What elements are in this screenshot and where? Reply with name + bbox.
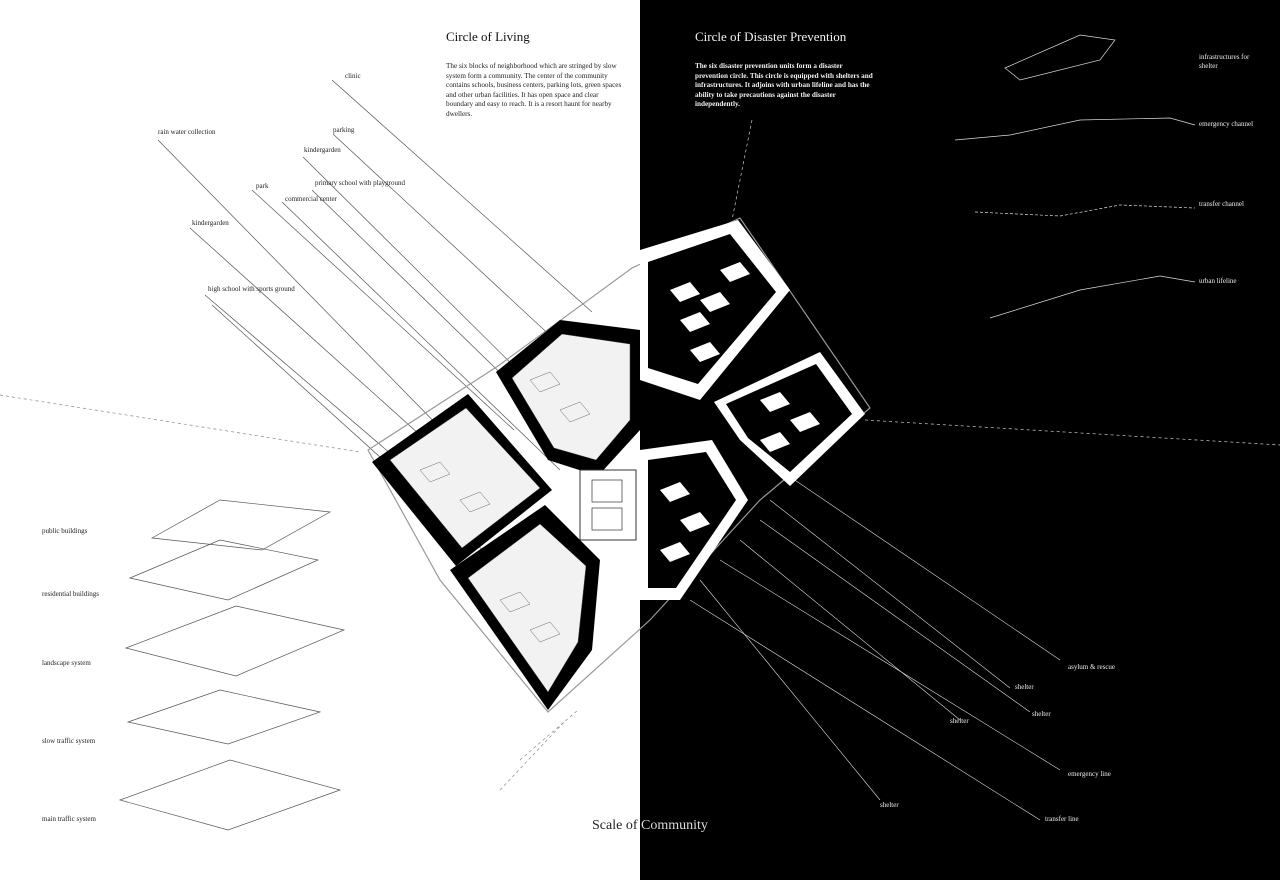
- callout-kindergarden-2: kindergarden: [192, 219, 229, 227]
- callout-shelter-1: shelter: [1015, 683, 1034, 691]
- layer-label-urban-lifeline: urban lifeline: [1199, 277, 1237, 285]
- callout-parking: parking: [333, 126, 355, 134]
- right-title: Circle of Disaster Prevention: [695, 29, 847, 44]
- center-block: [579, 469, 637, 541]
- diamond-pattern-left: [419, 371, 591, 643]
- layer-infrastructures: [1004, 34, 1116, 81]
- callout-transfer-line: transfer line: [1045, 815, 1079, 823]
- layer-slow-traffic: [126, 689, 322, 745]
- right-description: The six disaster prevention units form a…: [695, 62, 873, 109]
- callout-rain-water: rain water collection: [158, 128, 216, 136]
- callout-park: park: [256, 182, 269, 190]
- layer-label-transfer-channel: transfer channel: [1199, 200, 1244, 208]
- layer-landscape: [124, 605, 346, 677]
- exploded-layers-right: [954, 34, 1196, 319]
- layer-label-landscape: landscape system: [42, 659, 91, 667]
- callout-emergency-line: emergency line: [1068, 770, 1111, 778]
- layer-emergency-channel: [954, 117, 1196, 141]
- dashed-radials-left: [0, 394, 579, 791]
- callout-asylum-rescue: asylum & rescue: [1068, 663, 1116, 671]
- callout-high-school: high school with sports ground: [208, 285, 295, 293]
- left-title: Circle of Living: [446, 29, 530, 44]
- layer-urban-lifeline: [989, 275, 1196, 319]
- layer-transfer-channel: [974, 204, 1196, 217]
- dashed-radials-right: [731, 119, 1280, 446]
- callout-shelter-2: shelter: [1032, 710, 1051, 718]
- footer-title: Scale of Community: [592, 818, 708, 834]
- callout-primary-school: primary school with playground: [315, 179, 406, 187]
- leader-clinic: [331, 79, 593, 313]
- layer-residential: [128, 539, 320, 601]
- callout-clinic: clinic: [345, 72, 361, 80]
- left-description: The six blocks of neighborhood which are…: [446, 62, 622, 118]
- masterplan-blocks: [367, 217, 871, 713]
- diamond-pattern-right: [660, 262, 820, 562]
- right-leader-lines: [689, 469, 1061, 821]
- layer-label-main-traffic: main traffic system: [42, 815, 96, 823]
- layer-main-traffic: [118, 759, 342, 831]
- layer-label-emergency-channel: emergency channel: [1199, 120, 1254, 128]
- footer-title-part-b: Community: [640, 818, 708, 833]
- layer-label-slow-traffic: slow traffic system: [42, 737, 96, 745]
- callout-shelter-4: shelter: [880, 801, 899, 809]
- exploded-layers-left: [118, 499, 346, 831]
- callout-commercial-center: commercial center: [285, 195, 337, 203]
- layer-label-public: public buildings: [42, 527, 88, 535]
- layer-public-buildings: [150, 499, 332, 551]
- leader-commercial: [281, 201, 561, 471]
- layer-label-residential: residential buildings: [42, 590, 99, 598]
- callout-kindergarden-1: kindergarden: [304, 146, 341, 154]
- footer-title-part-a: Scale of: [592, 818, 641, 833]
- layer-label-infrastructures: infrastructures for shelter: [1199, 53, 1250, 70]
- leader-park: [251, 189, 515, 431]
- callout-shelter-3: shelter: [950, 717, 969, 725]
- leader-rain-water: [157, 139, 453, 441]
